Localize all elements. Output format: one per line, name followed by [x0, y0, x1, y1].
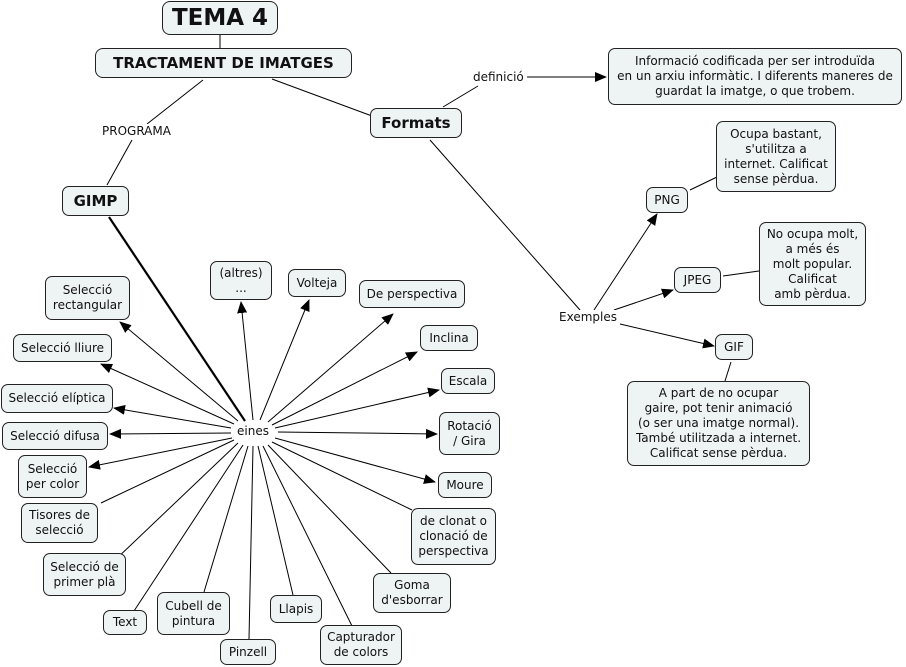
- tool-cubell-de-pintura[interactable]: Cubell de pintura: [157, 592, 230, 635]
- tool-rotacio-gira[interactable]: Rotació / Gira: [439, 412, 500, 455]
- tool-seleccio-per-color[interactable]: Selecció per color: [18, 455, 87, 498]
- tool-text[interactable]: Text: [103, 610, 147, 635]
- tool-llapis[interactable]: Llapis: [270, 595, 322, 623]
- node-jpeg[interactable]: JPEG: [674, 267, 721, 293]
- tool-seleccio-rectangular[interactable]: Selecció rectangular: [45, 276, 130, 320]
- tool-de-perspectiva[interactable]: De perspectiva: [359, 280, 465, 308]
- eines-links: [88, 299, 440, 640]
- link-exemples-png: [593, 213, 658, 311]
- node-png[interactable]: PNG: [646, 187, 688, 213]
- tool-escala[interactable]: Escala: [441, 368, 495, 394]
- node-tractament-de-imatges[interactable]: TRACTAMENT DE IMATGES: [95, 48, 352, 78]
- tool-seleccio-eliptica[interactable]: Selecció elíptica: [1, 384, 113, 413]
- node-png-desc[interactable]: Ocupa bastant, s'utilitza a internet. Ca…: [716, 121, 836, 192]
- node-tema-4[interactable]: TEMA 4: [162, 1, 278, 35]
- label-exemples: Exemples: [558, 310, 618, 324]
- node-formats[interactable]: Formats: [370, 108, 462, 138]
- node-gimp[interactable]: GIMP: [62, 186, 129, 216]
- link-png-desc: [689, 176, 718, 191]
- tool-seleccio-primer-pla[interactable]: Selecció de primer plà: [43, 553, 126, 596]
- link-programa-gimp: [106, 139, 133, 186]
- tool-clonat[interactable]: de clonat o clonació de perspectiva: [411, 508, 496, 565]
- tool-tisores-de-seleccio[interactable]: Tisores de selecció: [21, 503, 98, 543]
- link-exemples-gif: [619, 323, 715, 349]
- link-formats-definicio: [442, 85, 479, 108]
- node-definicio-text[interactable]: Informació codificada per ser introduïda…: [608, 48, 902, 105]
- label-definicio: definició: [472, 70, 525, 84]
- node-gif-desc[interactable]: A part de no ocupar gaire, pot tenir ani…: [627, 381, 810, 466]
- link-tractament-programa: [146, 79, 204, 125]
- link-gimp-eines: [108, 216, 246, 422]
- link-exemples-jpeg: [613, 288, 674, 311]
- node-jpeg-desc[interactable]: No ocupa molt, a més és molt popular. Ca…: [759, 222, 866, 306]
- tool-goma-desborrar[interactable]: Goma d'esborrar: [373, 573, 451, 613]
- tool-moure[interactable]: Moure: [438, 472, 492, 498]
- tool-pinzell[interactable]: Pinzell: [220, 639, 276, 665]
- tool-seleccio-difusa[interactable]: Selecció difusa: [2, 422, 108, 450]
- tool-seleccio-lliure[interactable]: Selecció lliure: [13, 334, 112, 362]
- tool-altres[interactable]: (altres) ...: [210, 261, 272, 300]
- node-gif[interactable]: GIF: [715, 334, 753, 360]
- label-programa: PROGRAMA: [101, 124, 172, 138]
- link-tractament-formats: [271, 78, 373, 117]
- link-formats-exemples: [429, 139, 581, 311]
- label-eines: eines: [236, 424, 270, 438]
- link-jpeg-desc: [722, 270, 760, 277]
- tool-capturador-de-colors[interactable]: Capturador de colors: [320, 625, 402, 665]
- tool-inclina[interactable]: Inclina: [420, 325, 478, 351]
- tool-volteja[interactable]: Volteja: [288, 269, 346, 297]
- link-gif-desc: [724, 361, 732, 382]
